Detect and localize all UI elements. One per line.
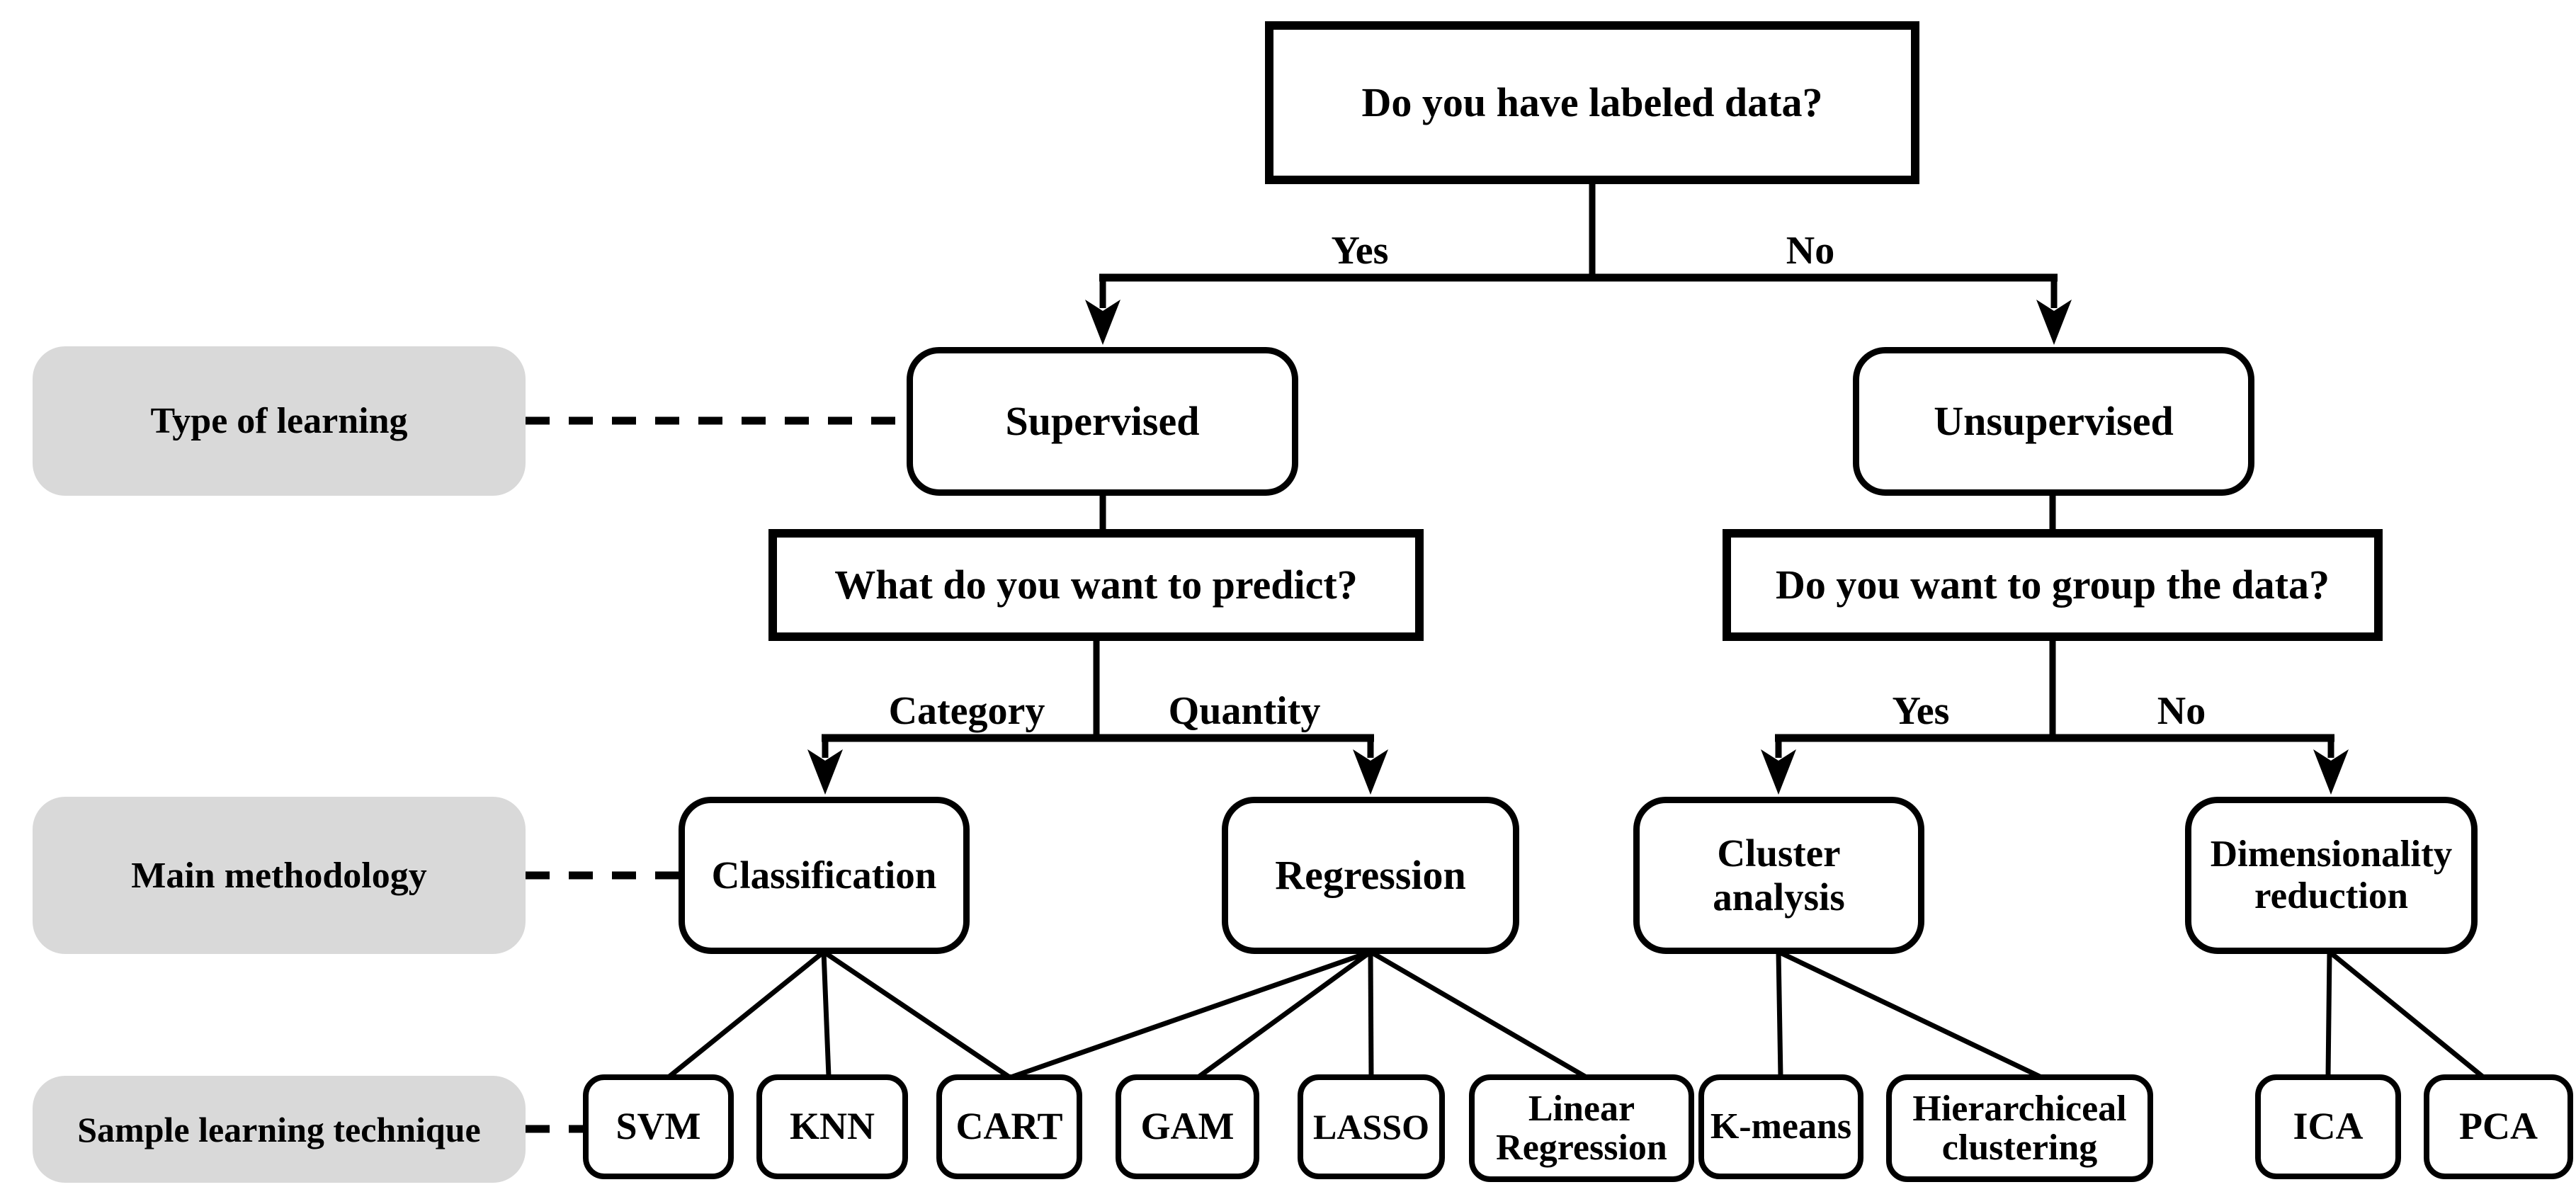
row-label-main-methodology: Main methodology [33,797,526,954]
leaf-lasso: LASSO [1298,1074,1445,1179]
arrowhead-unsupervised [2036,300,2072,345]
branch-label-yes-top: Yes [1331,229,1389,273]
leaf-linear-regression: Linear Regression [1469,1074,1694,1182]
edge-cluster-kmeans [1776,951,1783,1077]
leaf-kmeans: K-means [1698,1074,1863,1179]
node-dimensionality-reduction: Dimensionality reduction [2185,797,2478,954]
arrowhead-supervised [1085,300,1120,345]
node-cluster-analysis: Cluster analysis [1633,797,1924,954]
arrowhead-cluster [1761,749,1796,795]
node-unsupervised: Unsupervised [1853,347,2254,496]
edge-regression-linear [1369,949,1587,1079]
edge-dimred-pca [2327,950,2485,1079]
question-labeled-data: Do you have labeled data? [1265,21,1919,184]
question-group: Do you want to group the data? [1723,529,2383,641]
branch-label-quantity: Quantity [1168,689,1321,733]
edge-classification-cart [822,950,1010,1079]
edge-classification-svm [667,950,826,1079]
edge-classification-knn [821,951,832,1077]
arrowhead-dimred [2313,749,2349,795]
row-label-type-of-learning: Type of learning [33,346,526,496]
edge-cluster-hierarchical [1777,949,2041,1079]
arrowhead-regression [1353,749,1388,795]
branch-label-no-group: No [2157,689,2206,733]
leaf-svm: SVM [583,1074,734,1179]
node-supervised: Supervised [907,347,1298,496]
arrowhead-classification [807,749,843,795]
row-label-sample-learning-technique: Sample learning technique [33,1076,526,1183]
leaf-ica: ICA [2255,1074,2401,1179]
branch-label-yes-group: Yes [1892,689,1950,733]
leaf-pca: PCA [2424,1074,2573,1179]
leaf-gam: GAM [1116,1074,1259,1179]
edge-regression-gam [1197,950,1373,1079]
leaf-cart: CART [936,1074,1082,1179]
question-predict: What do you want to predict? [768,529,1424,641]
branch-label-category: Category [888,689,1045,733]
node-classification: Classification [679,797,970,954]
edge-dimred-ica [2325,951,2332,1077]
leaf-knn: KNN [756,1074,908,1179]
edge-regression-cart [1011,949,1372,1079]
leaf-hierarchical-clustering: Hierarchiceal clustering [1886,1074,2153,1182]
node-regression: Regression [1222,797,1519,954]
branch-label-no-top: No [1786,229,1835,273]
